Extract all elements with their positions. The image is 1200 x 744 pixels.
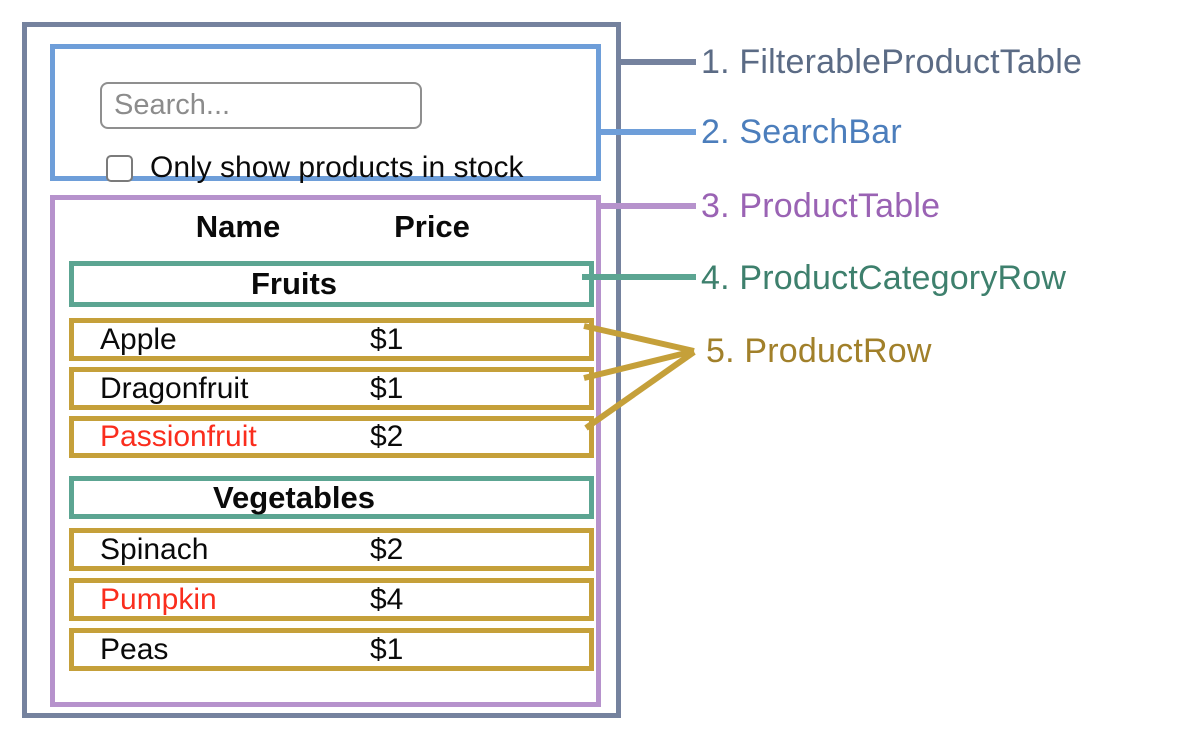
product-row-apple: Apple $1 [69,318,594,361]
product-price: $1 [370,632,404,666]
product-row-pumpkin: Pumpkin $4 [69,578,594,621]
column-header-name: Name [195,209,281,244]
product-name: Apple [100,322,177,356]
product-price: $2 [370,532,404,566]
filterable-product-table-box: Only show products in stock Name Price F… [22,22,621,718]
search-bar-box: Only show products in stock [50,44,601,184]
product-row-spinach: Spinach $2 [69,528,594,571]
product-row-dragonfruit: Dragonfruit $1 [69,367,594,410]
product-name: Pumpkin [100,582,217,616]
search-input[interactable] [100,82,422,129]
product-name: Peas [100,632,169,666]
legend-item-search-bar: 2. SearchBar [701,113,902,151]
category-label: Fruits [250,266,338,301]
column-header-price: Price [394,209,470,244]
category-row-vegetables: Vegetables [69,476,594,519]
product-price: $1 [370,322,404,356]
in-stock-label: Only show products in stock [150,151,524,184]
legend-item-product-table: 3. ProductTable [701,187,941,225]
product-table-box: Name Price Fruits Apple $1 Dragonfruit $… [50,195,601,707]
category-label: Vegetables [213,479,375,515]
product-price: $1 [370,371,404,405]
category-row-fruits: Fruits [69,261,594,307]
in-stock-checkbox[interactable] [106,154,133,182]
legend-item-product-row: 5. ProductRow [706,332,932,370]
legend-item-filterable-product-table: 1. FilterableProductTable [701,43,1083,81]
legend-item-product-category-row: 4. ProductCategoryRow [701,259,1067,297]
product-price: $4 [370,582,404,616]
product-price: $2 [370,420,404,453]
stock-filter-row: Only show products in stock [106,151,524,184]
product-row-peas: Peas $1 [69,628,594,671]
product-name: Dragonfruit [100,371,249,405]
product-name: Passionfruit [100,420,257,453]
product-name: Spinach [100,532,209,566]
product-row-passionfruit: Passionfruit $2 [69,416,594,458]
